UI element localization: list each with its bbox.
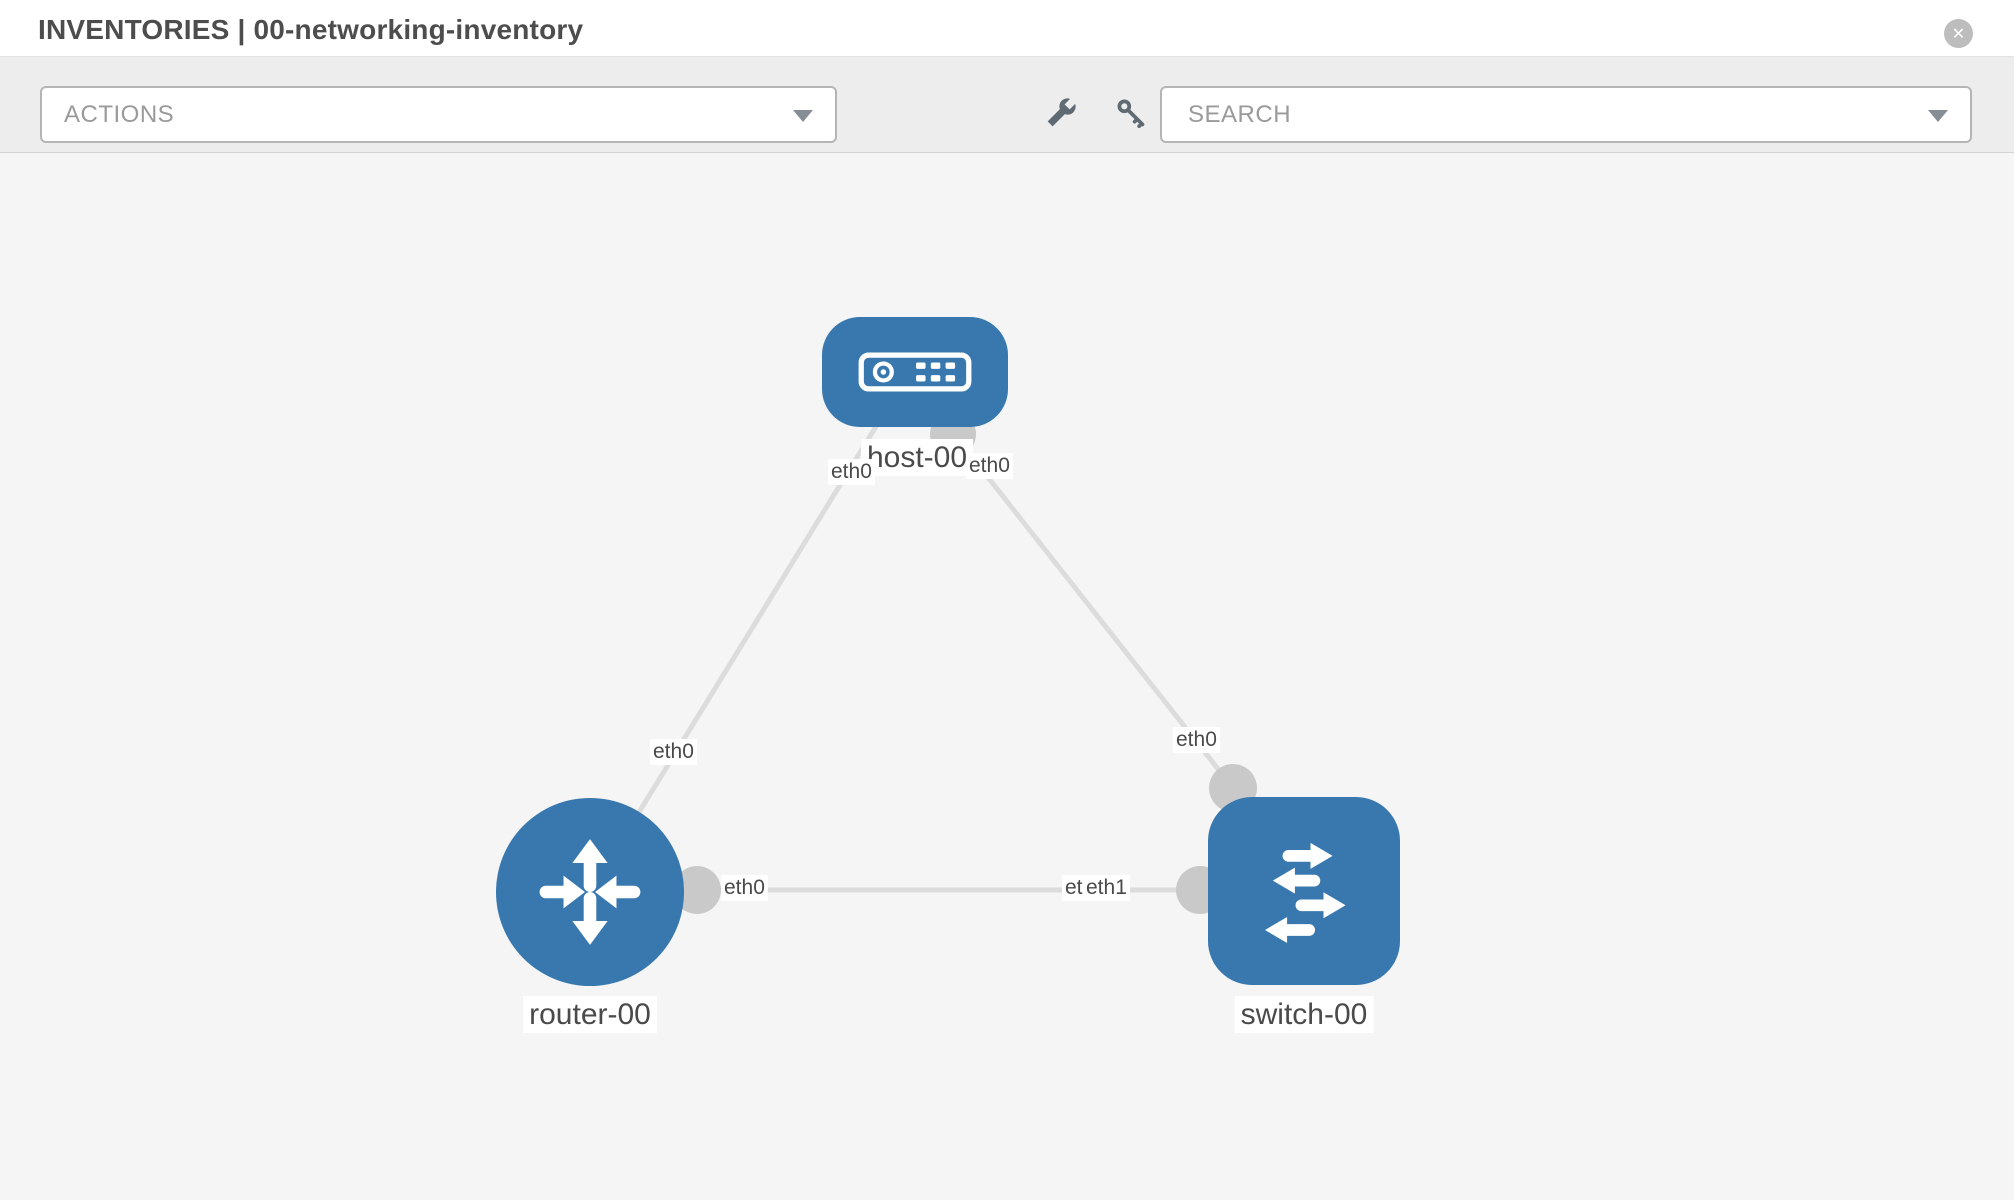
router-arrows-icon [539, 839, 641, 945]
node-label-switch: switch-00 [1234, 996, 1374, 1033]
modal-header: INVENTORIES | 00-networking-inventory ✕ [0, 0, 2014, 57]
topology-canvas: host-00 router-00 switch-00 eth0 eth0 et… [0, 153, 2014, 1200]
actions-dropdown-label: ACTIONS [64, 100, 175, 128]
interface-label-switch-overlap: eth0 eth1 [1062, 875, 1142, 905]
node-switch-00[interactable] [1208, 797, 1400, 985]
close-icon: ✕ [1951, 25, 1966, 43]
wrench-icon [1047, 98, 1076, 127]
node-host-00[interactable] [822, 317, 1008, 427]
interface-label-host-eth0-left: eth0 [828, 459, 875, 486]
search-dropdown-label: SEARCH [1188, 100, 1292, 128]
credentials-button[interactable] [1108, 90, 1154, 136]
toolbar: ACTIONS SEARCH [0, 57, 2014, 153]
interface-label-router-eth0-up: eth0 [650, 739, 697, 766]
page-title: INVENTORIES | 00-networking-inventory [38, 14, 584, 45]
server-icon [858, 352, 972, 392]
node-label-host: host-00 [860, 439, 974, 476]
node-router-00[interactable] [496, 798, 684, 986]
interface-label-switch-eth0: eth0 [1173, 727, 1220, 754]
switch-arrows-icon [1265, 842, 1346, 943]
actions-dropdown[interactable]: ACTIONS [40, 86, 837, 143]
interface-label-router-eth0: eth0 [721, 875, 768, 902]
key-icon [1117, 99, 1145, 129]
node-label-router: router-00 [523, 996, 657, 1033]
chevron-down-icon [1928, 109, 1948, 122]
close-button[interactable]: ✕ [1944, 19, 1973, 48]
chevron-down-icon [793, 109, 813, 122]
search-dropdown[interactable]: SEARCH [1160, 86, 1972, 143]
interface-label-host-eth0-right: eth0 [966, 453, 1013, 480]
interface-stub-router [673, 866, 721, 914]
interface-label-switch-eth1: eth1 [1083, 875, 1130, 902]
configure-button[interactable] [1038, 90, 1084, 136]
topology-links-layer [587, 411, 1304, 914]
